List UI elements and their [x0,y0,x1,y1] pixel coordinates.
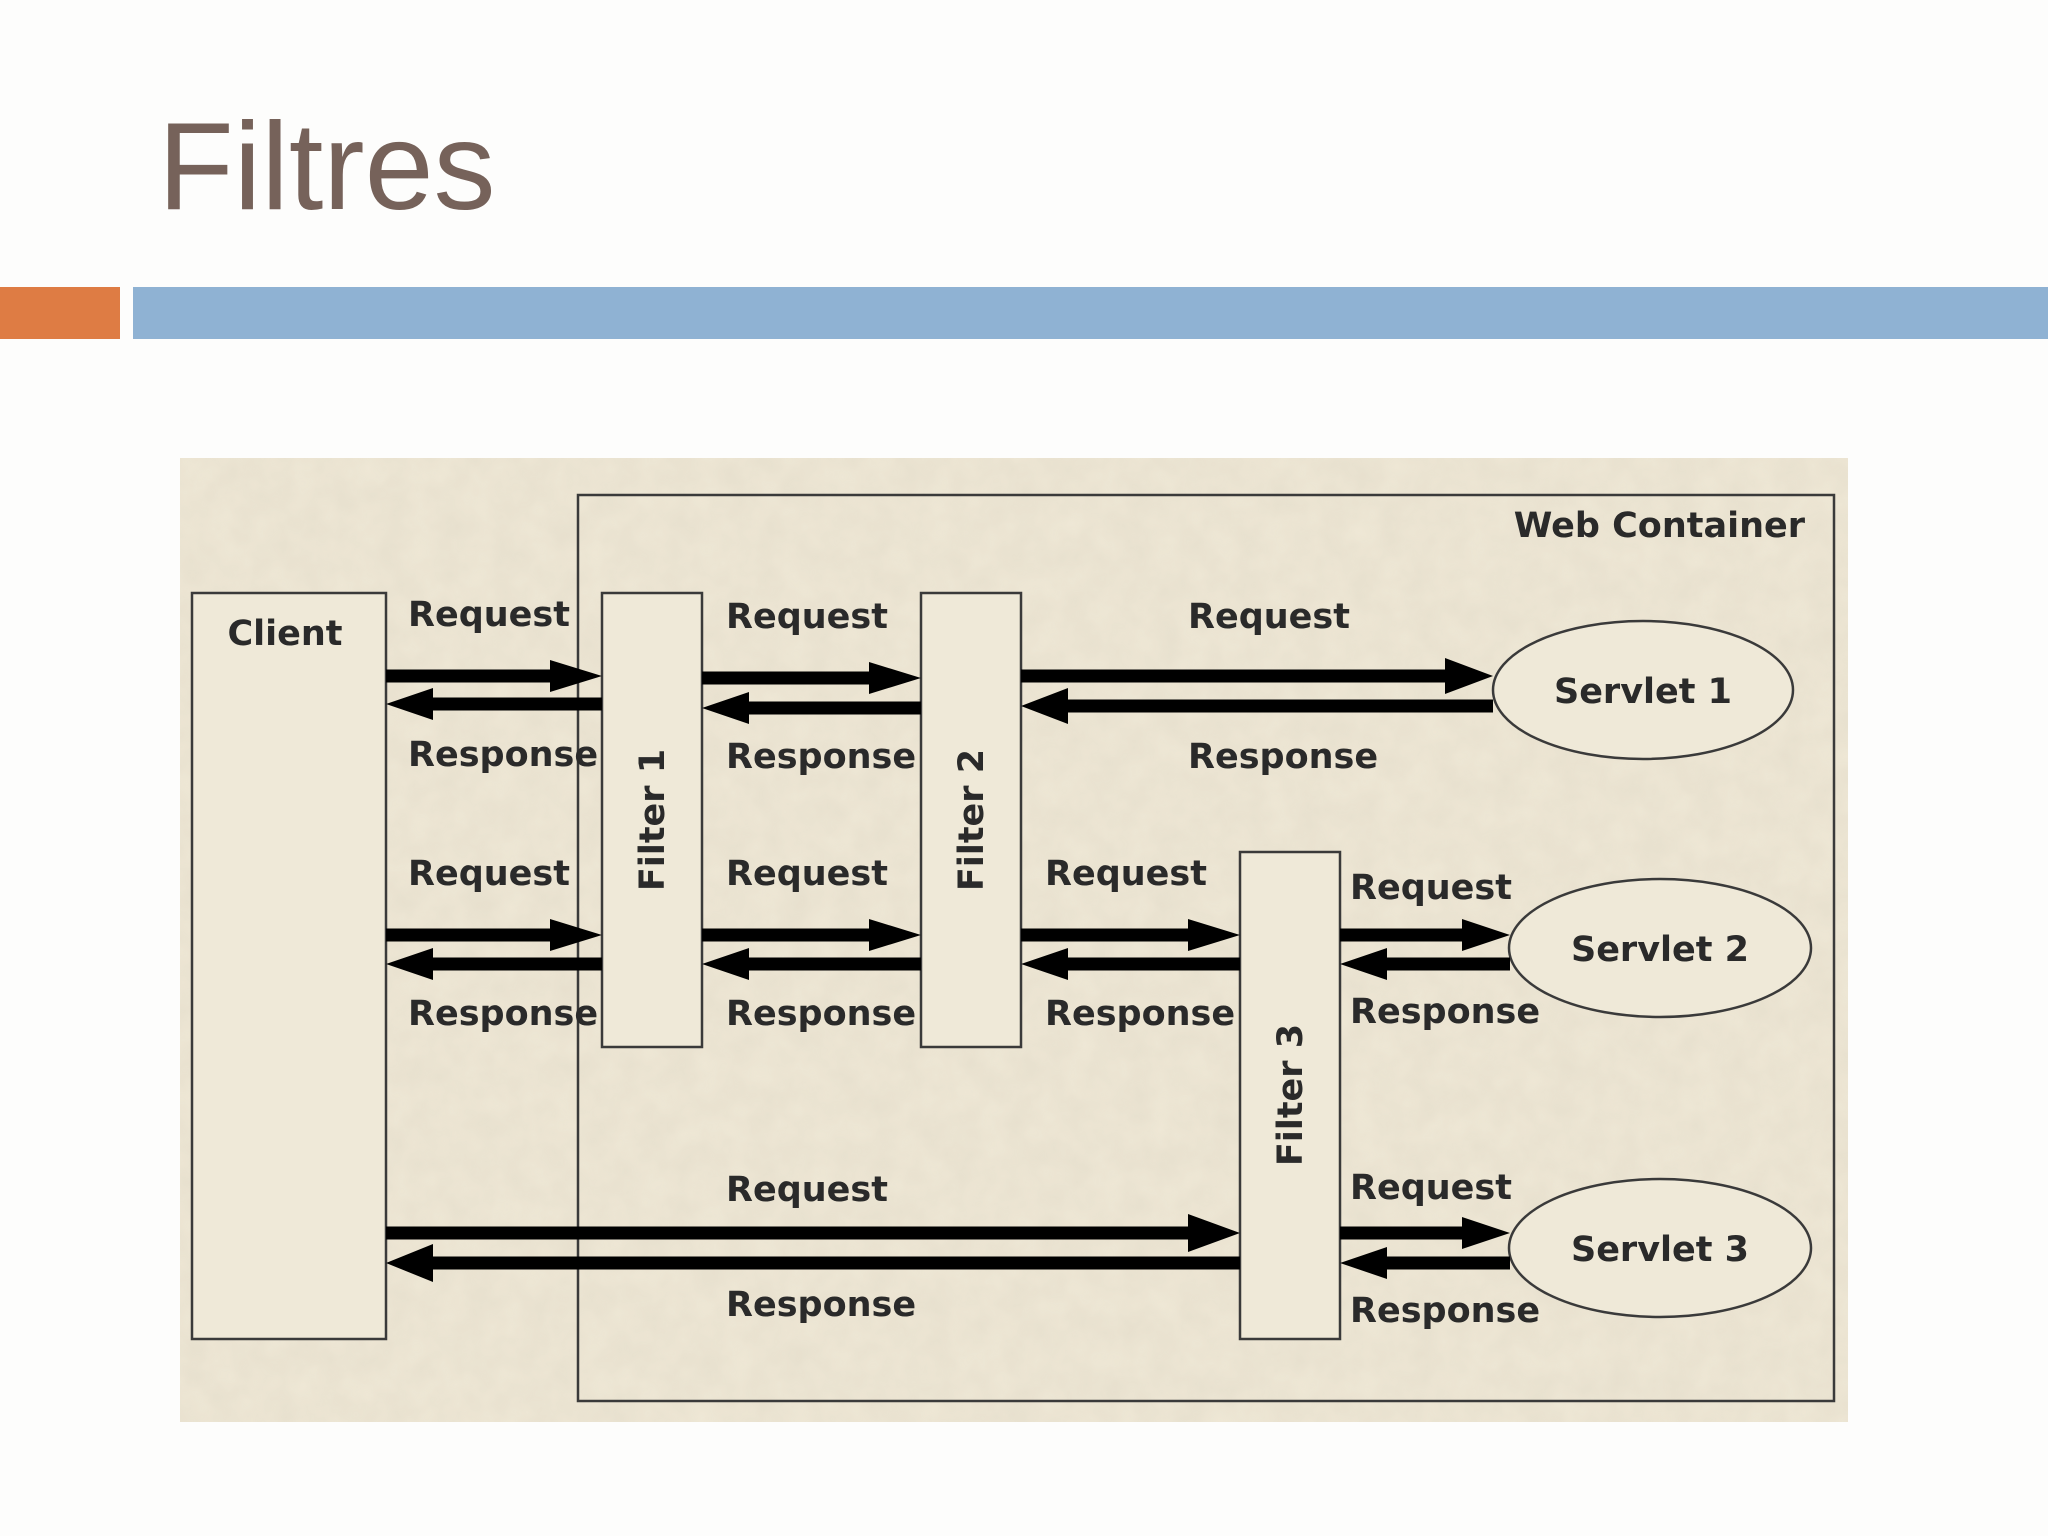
request-arrow [702,662,921,694]
servlet-2-ellipse [1507,877,1813,1019]
response-label: Response [1045,994,1235,1034]
response-arrow [702,692,921,724]
servlet-3-label: Servlet 3 [1571,1230,1749,1270]
request-label: Request [1350,1168,1512,1208]
response-arrow [1340,948,1510,980]
response-arrow [1021,688,1493,724]
filter-1-label: Filter 1 [633,749,673,891]
request-label: Request [1188,597,1350,637]
accent-bar-orange [0,287,120,339]
web-container-box [576,493,1836,1403]
request-arrow [386,919,602,951]
servlet-1-label: Servlet 1 [1554,672,1732,712]
request-arrow [702,919,921,951]
request-label: Request [1045,854,1207,894]
filter-2-label: Filter 2 [952,749,992,891]
response-arrow [386,1244,1240,1282]
response-label: Response [726,737,916,777]
request-arrow [1340,1217,1510,1249]
response-label: Response [1350,1291,1540,1331]
response-arrow [702,948,921,980]
response-label: Response [408,735,598,775]
client-box [190,591,388,1341]
response-label: Response [408,994,598,1034]
filter-3-box [1238,850,1342,1341]
request-label: Request [726,597,888,637]
web-container-label: Web Container [1514,506,1806,546]
request-arrow [386,660,602,692]
request-label: Request [726,1170,888,1210]
filter-1-box [600,591,704,1049]
response-label: Response [1188,737,1378,777]
request-label: Request [726,854,888,894]
servlet-3-ellipse [1507,1177,1813,1319]
response-arrow [386,688,602,720]
request-arrow [1021,658,1493,694]
client-label: Client [227,614,342,654]
filter-3-label: Filter 3 [1271,1024,1311,1166]
response-arrow [1340,1247,1510,1279]
response-arrow [1021,948,1240,980]
filter-2-box [919,591,1023,1049]
response-label: Response [726,1285,916,1325]
response-label: Response [726,994,916,1034]
request-arrow [386,1214,1240,1252]
slide-title: Filtres [158,98,496,236]
accent-bar-blue [133,287,2048,339]
request-arrow [1021,919,1240,951]
response-label: Response [1350,992,1540,1032]
request-label: Request [408,595,570,635]
request-label: Request [1350,868,1512,908]
servlet-1-ellipse [1491,619,1795,761]
filter-chain-diagram: Web Container Client Filter 1 Filter 2 F… [180,458,1848,1422]
response-arrow [386,948,602,980]
request-label: Request [408,854,570,894]
request-arrow [1340,919,1510,951]
servlet-2-label: Servlet 2 [1571,930,1749,970]
